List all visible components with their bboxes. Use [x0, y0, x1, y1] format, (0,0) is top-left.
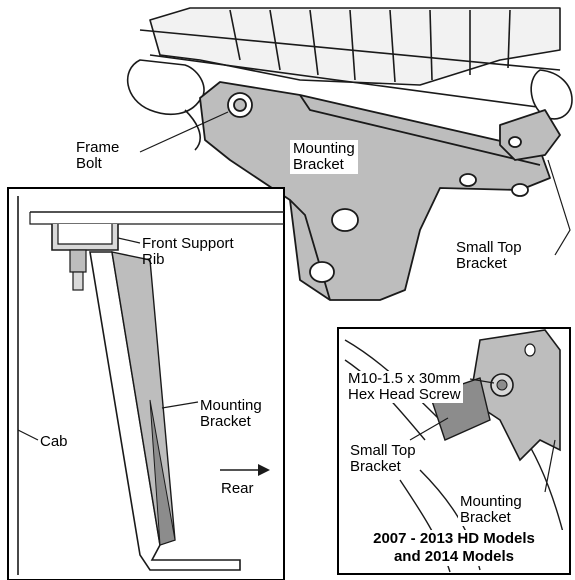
- label-small-top-bracket-top-line1: Small Top: [456, 239, 522, 256]
- label-mounting-bracket-inset-line1: Mounting: [460, 493, 522, 510]
- models-caption-line2: and 2014 Models: [393, 548, 515, 565]
- label-front-support-rib-line2: Rib: [142, 251, 165, 268]
- label-frame-bolt: Frame Bolt: [76, 140, 119, 172]
- label-small-top-bracket-inset-line1: Small Top: [350, 442, 416, 459]
- frame-illustration: [126, 7, 573, 151]
- mounting-bracket-shape-top: [199, 81, 561, 301]
- label-rear: Rear: [221, 480, 254, 497]
- label-front-support-rib-line1: Front Support: [142, 235, 234, 252]
- models-caption-line1: 2007 - 2013 HD Models: [373, 530, 535, 547]
- label-cab: Cab: [40, 433, 68, 450]
- label-mounting-bracket-side-line1: Mounting: [200, 397, 262, 414]
- label-mounting-bracket-side-line2: Bracket: [200, 413, 251, 430]
- label-front-support-rib: Front Support Rib: [142, 236, 234, 268]
- label-small-top-bracket-inset-line2: Bracket: [350, 458, 401, 475]
- label-mounting-bracket-top-line2: Bracket: [293, 156, 344, 173]
- label-small-top-bracket-inset: Small Top Bracket: [348, 443, 418, 475]
- label-mounting-bracket-inset-line2: Bracket: [460, 509, 511, 526]
- label-mounting-bracket-inset: Mounting Bracket: [458, 494, 524, 526]
- leader-lines-top: [139, 111, 571, 256]
- label-hex-head-screw-line1: M10-1.5 x 30mm: [348, 370, 461, 387]
- label-mounting-bracket-side: Mounting Bracket: [200, 398, 262, 430]
- label-small-top-bracket-top: Small Top Bracket: [456, 240, 522, 272]
- models-caption: 2007 - 2013 HD Models and 2014 Models: [342, 530, 566, 566]
- side-view-panel: [7, 187, 285, 580]
- label-hex-head-screw-line2: Hex Head Screw: [348, 386, 461, 403]
- label-frame-bolt-line1: Frame: [76, 139, 120, 156]
- label-frame-bolt-line2: Bolt: [76, 155, 102, 172]
- label-mounting-bracket-top-line1: Mounting: [293, 140, 355, 157]
- label-mounting-bracket-top: Mounting Bracket: [290, 140, 358, 174]
- label-small-top-bracket-top-line2: Bracket: [456, 255, 507, 272]
- label-hex-head-screw: M10-1.5 x 30mm Hex Head Screw: [346, 371, 463, 403]
